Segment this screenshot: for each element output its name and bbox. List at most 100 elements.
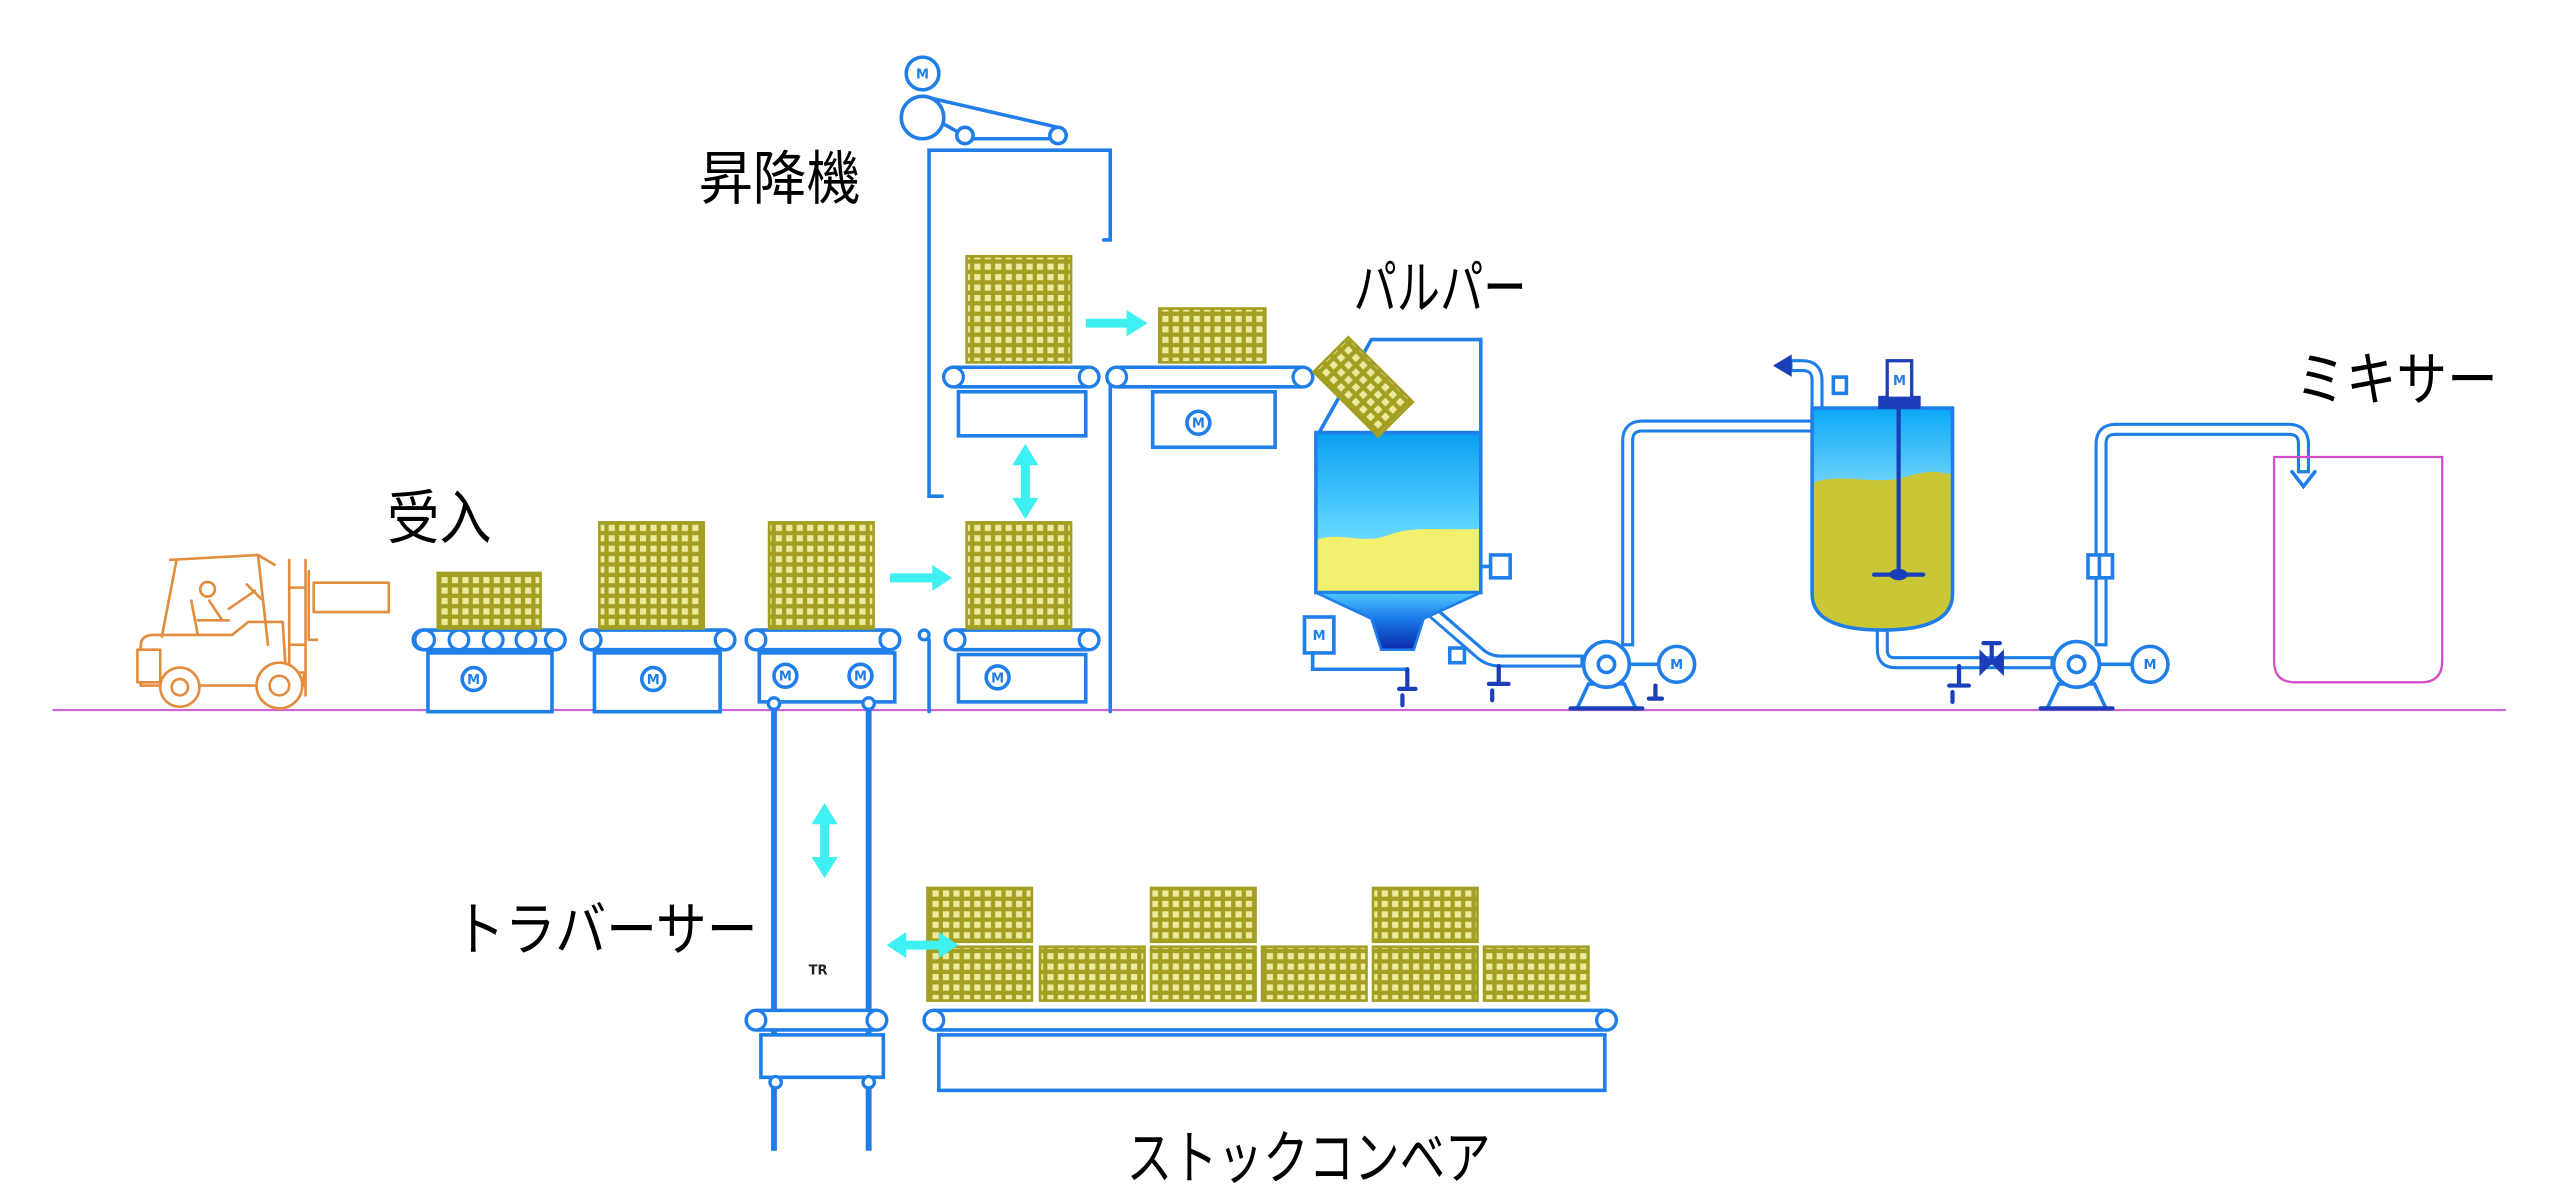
pump-impeller: [1596, 654, 1617, 675]
roller: [878, 628, 902, 652]
pump-1: M: [1568, 639, 1697, 711]
vent-valve: [1831, 375, 1849, 396]
forklift: [136, 553, 391, 710]
roller: [543, 628, 567, 652]
roller: [865, 1008, 889, 1032]
conveyor-frame: [956, 389, 1088, 438]
pulper-contents: [1315, 432, 1481, 593]
pipe-tank-vent: [1772, 354, 1849, 409]
tank-shell: [1810, 406, 1955, 632]
roller: [942, 365, 965, 389]
pulper: M: [1302, 335, 1512, 708]
crate: [436, 571, 542, 630]
hoist-idler-pulley: [955, 125, 975, 146]
crate: [926, 886, 1034, 944]
pulper-motor: [1302, 615, 1336, 655]
pulper-pulp: [1315, 528, 1481, 593]
rail-wheel: [861, 696, 877, 711]
conveyor-belt: [579, 628, 737, 652]
crate-stack: [965, 254, 1073, 364]
motor-label: M: [779, 670, 792, 685]
roller: [1077, 628, 1101, 652]
discharge-arrow-icon: [2290, 469, 2317, 490]
motor-icon: [1185, 409, 1212, 436]
elevator-frame: [927, 148, 1113, 499]
sample-port: [1447, 646, 1467, 665]
labels: 昇降機 パルパー ミキサー 受入 トラバーサー ストックコンベア: [387, 144, 2498, 1192]
level-indicator: [1488, 553, 1512, 580]
roller: [514, 628, 538, 652]
crate: [1038, 945, 1146, 1002]
hoist-drive-pulley: [899, 94, 946, 141]
roller: [447, 628, 471, 652]
forklift-rear-wheel: [158, 666, 201, 709]
crate: [1482, 945, 1590, 1002]
elevator-upper-conveyor: [941, 365, 1101, 438]
crate: [1371, 945, 1479, 1002]
stock-conveyor: [922, 1008, 1619, 1093]
motor-icon: [1656, 644, 1697, 685]
roller: [481, 628, 505, 652]
forklift-rear-pillar: [160, 558, 178, 638]
rail-wheel: [766, 696, 782, 711]
agitator-hub: [1889, 568, 1908, 581]
elevator: M M: [899, 55, 1113, 714]
conveyor-belt: [941, 365, 1101, 389]
motor-icon: [639, 665, 667, 693]
hoist-belt: [920, 94, 1060, 141]
crate-stack: [767, 521, 875, 630]
pipe-pulper-to-pump: [1422, 602, 1584, 668]
conveyor-belt: [744, 628, 902, 652]
motor-label: M: [854, 670, 867, 685]
crate: [1311, 335, 1415, 439]
pump-impeller: [2066, 654, 2087, 675]
forklift-seat: [189, 599, 231, 637]
roller: [413, 628, 437, 652]
elevator-hoist: M: [899, 55, 1068, 146]
forklift-front-pillar: [256, 555, 270, 647]
drain-icon: [1646, 683, 1665, 701]
drain-icon: [1947, 663, 1971, 705]
pulper-cone: [1315, 591, 1482, 651]
motor-label: M: [1893, 374, 1906, 389]
hoist-idler-pulley: [1048, 125, 1068, 146]
label-receiving: 受入: [387, 484, 491, 553]
traverser-upper-conveyor: M M: [744, 628, 902, 711]
conveyor-frame: [956, 652, 1088, 704]
roller: [922, 1008, 946, 1032]
roller: [1595, 1008, 1618, 1032]
motor-icon: [984, 664, 1011, 691]
conveyor-frame: [759, 1033, 886, 1080]
mixer-vessel: [2272, 455, 2444, 684]
drain-icon: [1397, 667, 1418, 708]
motor-icon: [2130, 644, 2170, 685]
motor-label: M: [991, 671, 1004, 686]
crate: [1149, 945, 1257, 1002]
roller: [1077, 365, 1101, 389]
vent-arrow-icon: [1772, 354, 1792, 377]
crate: [1149, 886, 1257, 944]
forklift-load: [312, 581, 391, 614]
arrow-left-right-icon: [886, 932, 959, 959]
forklift-carriage: [307, 569, 319, 642]
forklift-steering: [227, 583, 263, 611]
roller: [579, 628, 603, 652]
arrow-up-down-icon: [1012, 443, 1039, 520]
motor-label: M: [647, 673, 660, 688]
motor-icon: [772, 662, 799, 689]
motor-label: M: [916, 67, 929, 82]
agitator-tank: M: [1810, 359, 1955, 632]
elevator-lower-conveyor: M: [943, 628, 1101, 704]
rail-wheel: [768, 1074, 783, 1090]
motor-label: M: [2144, 658, 2157, 673]
motor-icon: [847, 662, 874, 689]
arrow-right-icon: [1085, 310, 1148, 337]
label-elevator: 昇降機: [699, 144, 861, 213]
forklift-rear-hub: [170, 677, 190, 697]
drain-icon: [1486, 663, 1511, 703]
conveyor-belt: [922, 1008, 1619, 1032]
traverser: M M TR: [744, 628, 902, 1151]
motor-icon: [904, 55, 941, 92]
traverser-tag: TR: [809, 963, 828, 978]
conveyor-frame: [937, 1033, 1607, 1093]
